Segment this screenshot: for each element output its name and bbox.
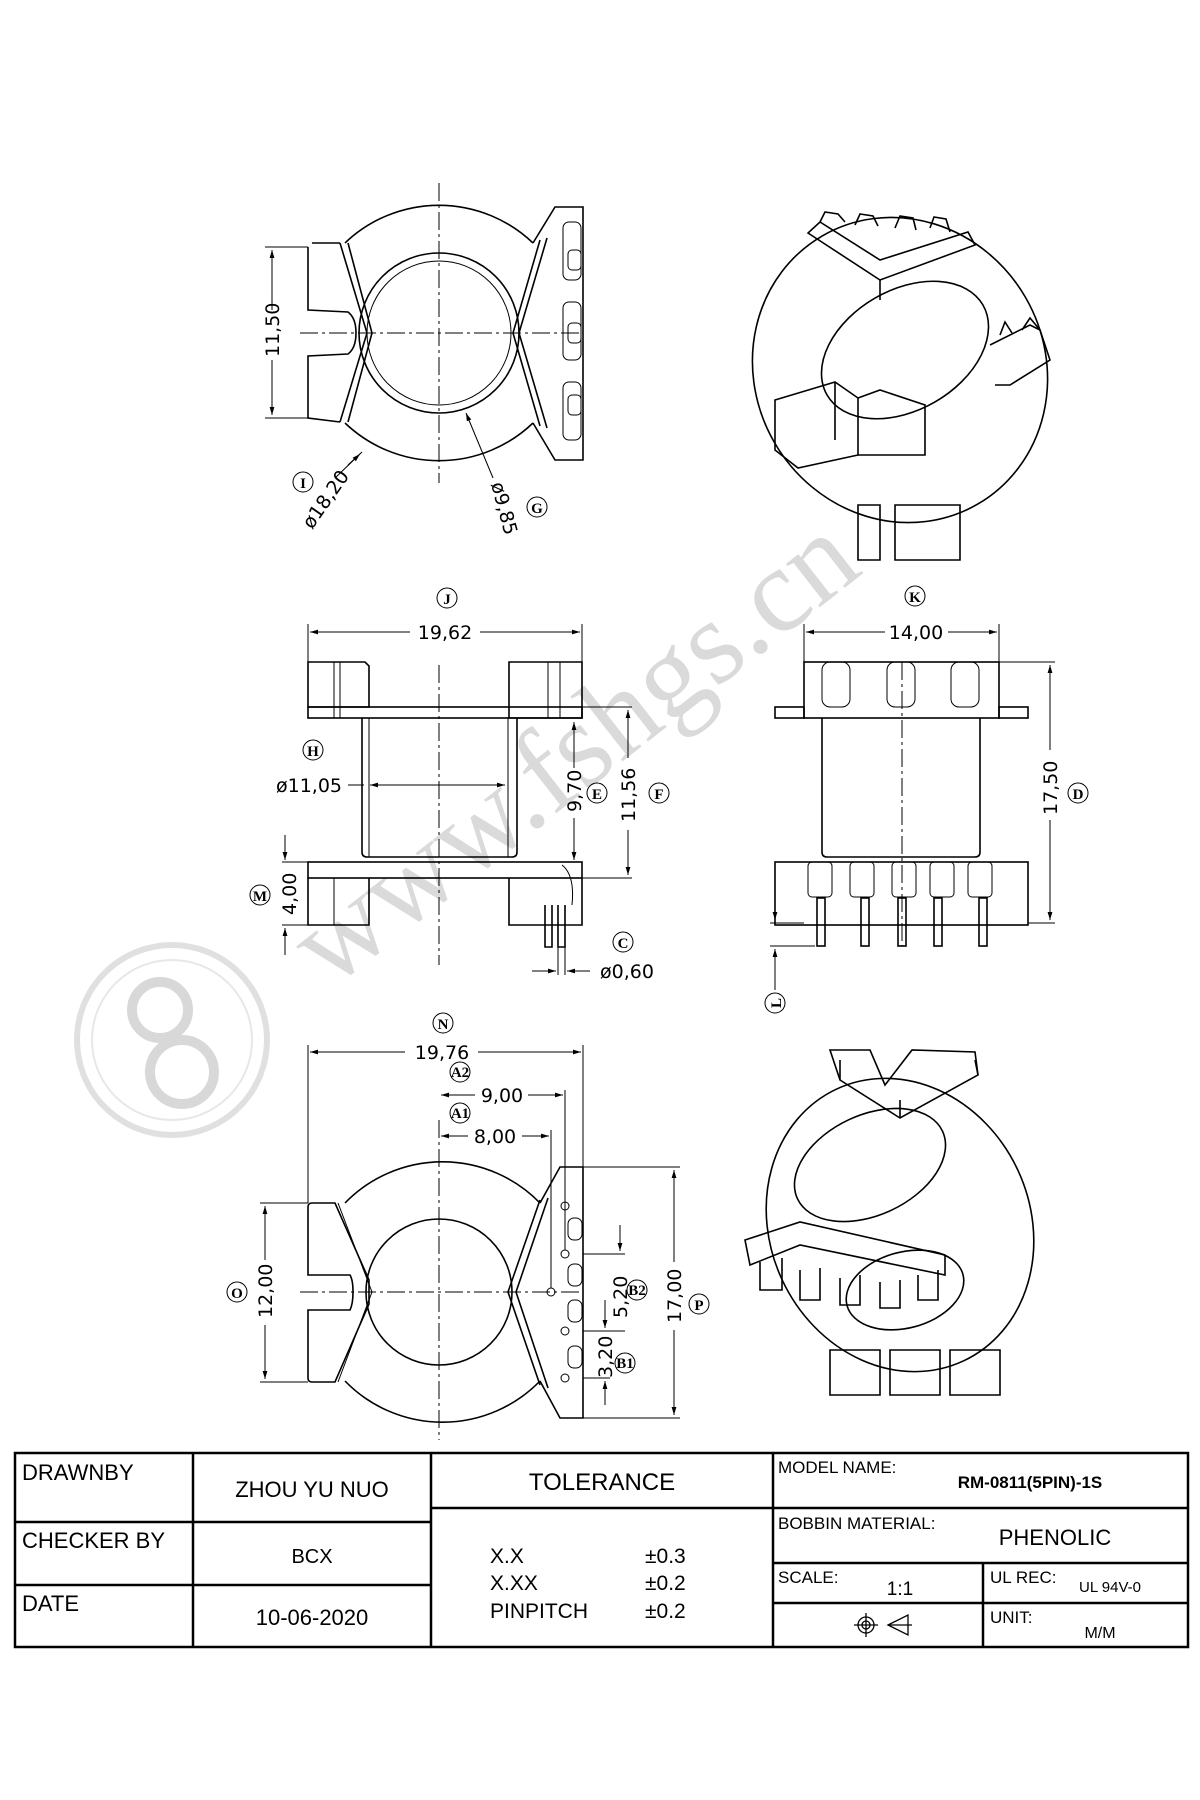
tolerance-value-3: ±0.2 [645,1600,686,1623]
title-block: DRAWNBY ZHOU YU NUO CHECKER BY BCX DATE … [13,1451,1190,1649]
drawn-by-value: ZHOU YU NUO [235,1477,389,1502]
dim-11-56: 11,56 [618,768,640,822]
tolerance-value-1: ±0.3 [645,1545,686,1568]
dim-label-A2: A2 [451,1065,469,1081]
watermark: www.fshgs.cn [74,488,881,1138]
ul-rec-value: UL 94V-0 [1079,1579,1141,1596]
date-label: DATE [22,1591,79,1616]
dim-9-00: 9,00 [481,1085,523,1107]
side-view: 14,00 K 17,50 D L [764,585,1089,1014]
dim-label-H: H [307,744,319,760]
isometric-view-top [751,211,1051,561]
dim-label-A1: A1 [451,1106,469,1122]
scale-label: SCALE: [778,1568,838,1587]
dim-8-00: 8,00 [474,1126,516,1148]
dim-dia-0-60: ø0,60 [600,961,654,983]
tolerance-format-1: X.X [490,1545,524,1568]
dim-dia-11-05: ø11,05 [276,775,342,797]
tolerance-value-2: ±0.2 [645,1572,686,1595]
dim-label-M: M [253,889,267,905]
dim-11-50: 11,50 [262,303,284,357]
dim-17-00: 17,00 [664,1269,686,1323]
watermark-logo [74,942,270,1138]
bottom-view: 19,76 N 9,00 A2 8,00 A1 12,00 O 17,00 P [226,1012,710,1440]
bobbin-material-value: PHENOLIC [999,1525,1112,1550]
dim-dia-9-85: ø9,85 [486,480,521,538]
dim-19-62: 19,62 [418,622,472,644]
dim-label-B2: B2 [628,1283,646,1299]
dim-17-50: 17,50 [1040,761,1062,815]
model-name-value: RM-0811(5PIN)-1S [958,1473,1103,1492]
unit-value: M/M [1084,1625,1115,1642]
dim-label-C: C [618,936,629,952]
checker-label: CHECKER BY [22,1528,165,1553]
front-view: 19,62 J ø11,05 H 9,70 E 11,56 F 4,00 M [249,587,670,983]
dim-label-F: F [654,787,663,803]
checker-value: BCX [291,1546,332,1568]
tolerance-heading: TOLERANCE [529,1469,675,1496]
dim-label-I: I [300,476,306,492]
dim-4-00: 4,00 [279,873,301,915]
date-value: 10-06-2020 [256,1605,369,1630]
dim-label-O: O [231,1286,243,1302]
dim-label-N: N [438,1017,449,1033]
dim-dia-18-20: ø18,20 [298,466,354,533]
dim-9-70: 9,70 [564,770,586,812]
dim-label-K: K [909,590,921,606]
dim-label-J: J [443,592,451,608]
scale-value: 1:1 [887,1579,913,1600]
dim-5-20: 5,20 [610,1276,632,1318]
isometric-view-bottom [744,1049,1035,1396]
dim-label-B1: B1 [616,1356,634,1372]
unit-label: UNIT: [990,1608,1033,1627]
dim-label-L: L [769,998,785,1008]
top-view: 11,50 I ø18,20 G ø9,85 [262,183,584,538]
dim-12-00: 12,00 [255,1264,277,1318]
dim-14-00: 14,00 [889,622,943,644]
dim-3-20: 3,20 [595,1336,617,1378]
tolerance-format-2: X.XX [490,1572,538,1595]
model-name-label: MODEL NAME: [778,1458,896,1477]
bobbin-material-label: BOBBIN MATERIAL: [778,1514,935,1533]
dim-19-76: 19,76 [415,1042,469,1064]
watermark-text: www.fshgs.cn [264,488,881,1011]
drawn-by-label: DRAWNBY [22,1460,134,1485]
dim-label-E: E [592,787,602,803]
first-angle-projection-icon [854,1613,912,1637]
dim-label-G: G [531,501,543,517]
dim-label-D: D [1073,787,1084,803]
tolerance-format-3: PINPITCH [490,1600,588,1623]
ul-rec-label: UL REC: [990,1568,1056,1587]
dim-label-P: P [694,1298,703,1314]
